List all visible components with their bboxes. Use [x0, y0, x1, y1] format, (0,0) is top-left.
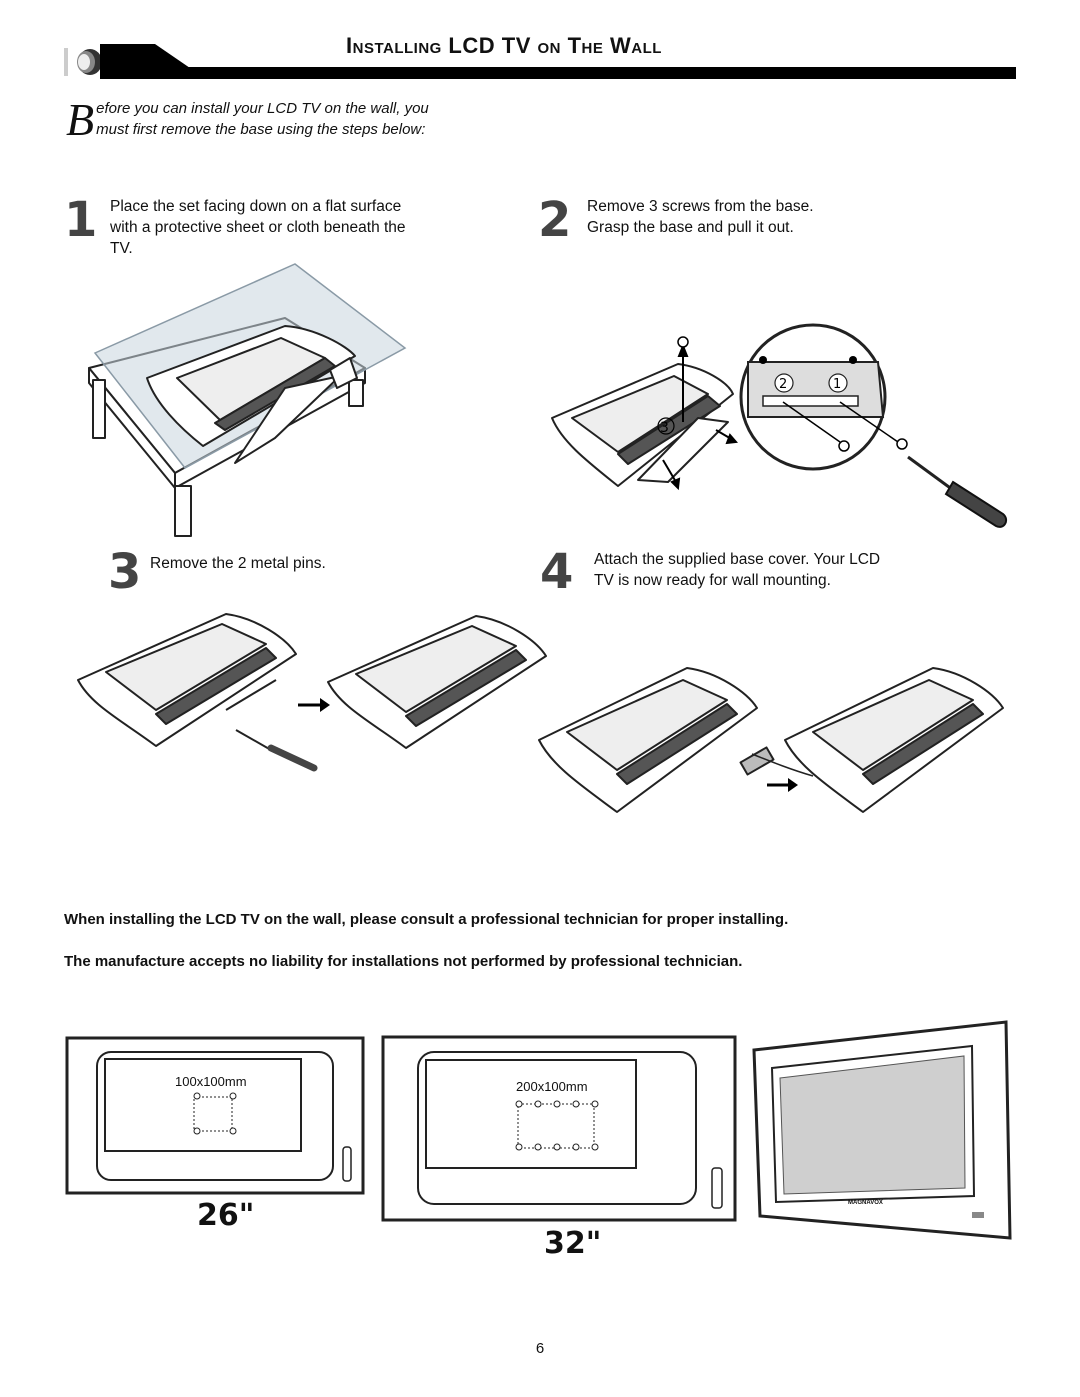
step-1-illustration — [88, 263, 407, 537]
step-4-illustration — [538, 667, 1004, 813]
size-label-26: 26" — [197, 1198, 255, 1233]
mount-diagram-26 — [65, 1036, 365, 1195]
step-3-text: Remove the 2 metal pins. — [150, 555, 326, 572]
page-number: 6 — [535, 1340, 545, 1357]
step-1-text: Place the set facing down on a flat surf… — [110, 198, 406, 257]
step-3-illustration — [77, 613, 547, 772]
mount-pattern-32: 200x100mm — [516, 1079, 588, 1094]
mount-pattern-26: 100x100mm — [175, 1074, 247, 1089]
step-4-text: Attach the supplied base cover. Your LCD… — [594, 551, 881, 589]
step-2-text: Remove 3 screws from the base. Grasp the… — [587, 198, 814, 236]
callout-2: 2 — [779, 377, 787, 392]
callout-3: 3 — [660, 420, 669, 436]
arrow-right-icon — [767, 778, 798, 792]
step-2-illustration: 3 2 1 — [551, 323, 1007, 528]
wall-tv-illustration — [752, 1020, 1012, 1240]
step-3-number: 3 — [108, 544, 142, 600]
screwdriver-icon — [907, 455, 1007, 528]
step-1-number: 1 — [64, 192, 98, 248]
tv-brand-logo: MAGNAVOX — [848, 1200, 883, 1206]
step-2-number: 2 — [538, 192, 572, 248]
intro-text: efore you can install your LCD TV on the… — [96, 100, 429, 138]
arrow-right-icon — [298, 698, 330, 712]
mount-diagram-32 — [381, 1035, 737, 1222]
warning-2: The manufacture accepts no liability for… — [64, 953, 743, 970]
warning-1: When installing the LCD TV on the wall, … — [64, 911, 789, 928]
header-rule — [100, 67, 1016, 79]
step-4-number: 4 — [540, 544, 574, 600]
size-label-32: 32" — [544, 1226, 602, 1261]
intro-dropcap: B — [66, 94, 95, 145]
page-title: Installing LCD TV on The Wall — [346, 33, 662, 58]
header-wedge — [100, 44, 190, 68]
callout-1: 1 — [833, 377, 841, 392]
